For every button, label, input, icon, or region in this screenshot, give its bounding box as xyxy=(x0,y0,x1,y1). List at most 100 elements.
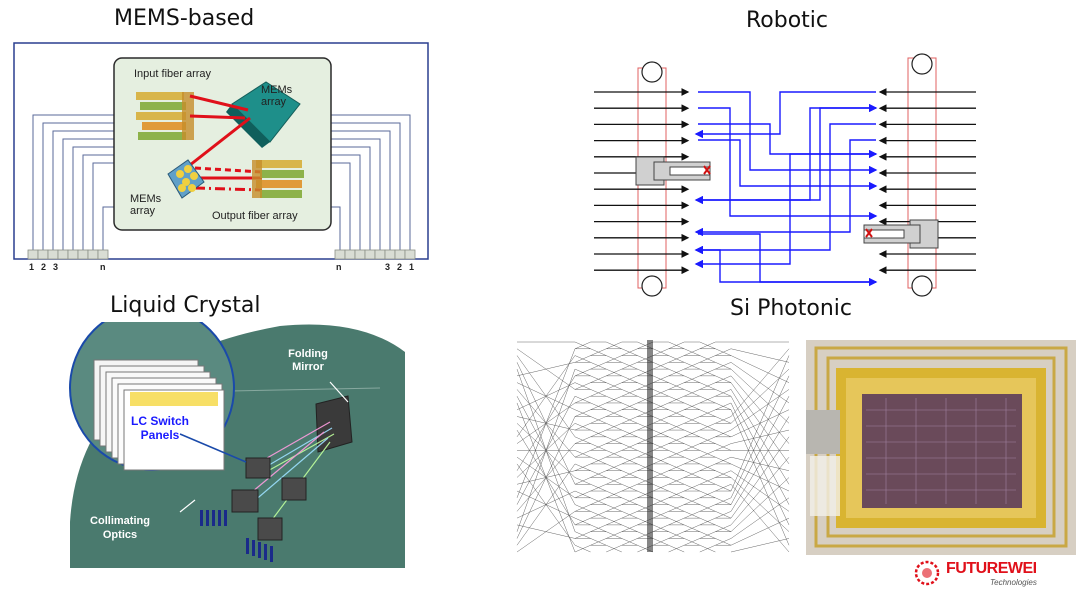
waveguide xyxy=(621,524,638,532)
waveguide xyxy=(574,517,591,526)
waveguide xyxy=(590,402,607,410)
waveguide xyxy=(516,369,576,532)
waveguide xyxy=(730,368,790,424)
waveguide xyxy=(621,402,638,410)
waveguide xyxy=(606,477,622,485)
waveguide xyxy=(668,409,685,417)
waveguide xyxy=(715,375,732,383)
waveguide xyxy=(668,450,685,458)
waveguide xyxy=(574,382,591,390)
waveguide xyxy=(606,463,622,471)
waveguide xyxy=(606,504,622,512)
waveguide xyxy=(730,402,790,525)
robotic-diagram-svg xyxy=(594,53,976,297)
waveguide xyxy=(699,477,716,485)
lc-switch-panels-label: LC Switch Panels xyxy=(130,414,189,442)
waveguide xyxy=(730,362,790,404)
blue-cross-connect xyxy=(698,233,878,287)
waveguide xyxy=(715,470,732,478)
waveguide xyxy=(699,382,716,390)
waveguide xyxy=(668,395,685,404)
waveguide xyxy=(668,517,685,526)
waveguide xyxy=(606,517,622,526)
waveguide xyxy=(715,362,732,370)
waveguide xyxy=(574,436,591,444)
waveguide xyxy=(684,456,700,465)
waveguide xyxy=(715,429,732,438)
mems-right-ports xyxy=(334,249,416,260)
waveguide xyxy=(684,443,700,451)
waveguide xyxy=(652,402,669,410)
lc-optic-blocks xyxy=(231,457,307,541)
waveguide xyxy=(652,416,669,424)
waveguide xyxy=(590,443,607,451)
waveguide xyxy=(730,409,790,546)
blue-cross-connect xyxy=(698,107,878,221)
waveguide xyxy=(606,531,622,539)
waveguide xyxy=(668,382,685,390)
waveguide xyxy=(730,396,790,505)
waveguide xyxy=(606,355,622,363)
right-port-3: 3 xyxy=(385,262,391,272)
waveguide xyxy=(730,517,790,546)
liquid-crystal-diagram: Folding Mirror LC Switch Panels Collimat… xyxy=(60,305,405,568)
waveguide xyxy=(652,348,669,356)
waveguide xyxy=(715,497,732,505)
si-photonic-mesh xyxy=(515,338,791,556)
waveguide xyxy=(684,524,700,532)
left-port-n: n xyxy=(100,262,106,272)
waveguide xyxy=(574,423,591,431)
right-port-2: 2 xyxy=(397,262,403,272)
waveguide xyxy=(516,362,576,377)
blue-cross-connect xyxy=(694,245,876,283)
waveguide xyxy=(668,368,685,377)
waveguide xyxy=(606,341,622,349)
waveguide xyxy=(715,524,732,532)
waveguide xyxy=(621,389,638,397)
mems-diagram-svg xyxy=(13,42,429,260)
waveguide xyxy=(668,504,685,512)
right-port-1: 1 xyxy=(409,262,415,272)
collimating-optics-label: Collimating Optics xyxy=(90,515,150,541)
blue-cross-connect xyxy=(698,103,878,201)
waveguide xyxy=(668,341,685,349)
waveguide xyxy=(652,362,669,370)
waveguide xyxy=(699,490,716,499)
futurewei-brand: FUTUREWEI xyxy=(946,560,1037,577)
waveguide xyxy=(684,511,700,519)
waveguide xyxy=(606,450,622,458)
waveguide xyxy=(606,490,622,499)
waveguide xyxy=(621,429,638,438)
waveguide xyxy=(699,531,716,539)
waveguide xyxy=(652,484,669,492)
waveguide xyxy=(730,375,790,444)
mems-mirror-top xyxy=(231,81,301,143)
waveguide xyxy=(715,456,732,465)
left-port-2: 2 xyxy=(41,262,47,272)
waveguide xyxy=(668,477,685,485)
waveguide xyxy=(699,450,716,458)
mems-diagram: Input fiber array MEMs array MEMs array … xyxy=(0,0,540,290)
waveguide xyxy=(606,368,622,377)
waveguide xyxy=(684,389,700,397)
chip-die xyxy=(862,394,1022,508)
waveguide xyxy=(590,348,607,356)
left-robot-gripper xyxy=(635,156,711,186)
waveguide xyxy=(699,409,716,417)
waveguide xyxy=(715,538,732,546)
mems-left-fibers xyxy=(32,114,116,250)
liquid-crystal-svg xyxy=(69,305,405,568)
folding-mirror-arrow xyxy=(329,381,349,403)
waveguide xyxy=(652,429,669,438)
blue-cross-connect xyxy=(698,91,878,175)
waveguide xyxy=(699,368,716,377)
waveguide xyxy=(699,423,716,431)
waveguide xyxy=(621,484,638,492)
waveguide xyxy=(516,348,576,498)
waveguide xyxy=(730,382,790,465)
folding-mirror-label: Folding Mirror xyxy=(288,348,328,373)
waveguide xyxy=(730,355,790,383)
lc-light-beams xyxy=(239,421,335,537)
blue-cross-connect xyxy=(698,139,878,191)
waveguide xyxy=(668,423,685,431)
